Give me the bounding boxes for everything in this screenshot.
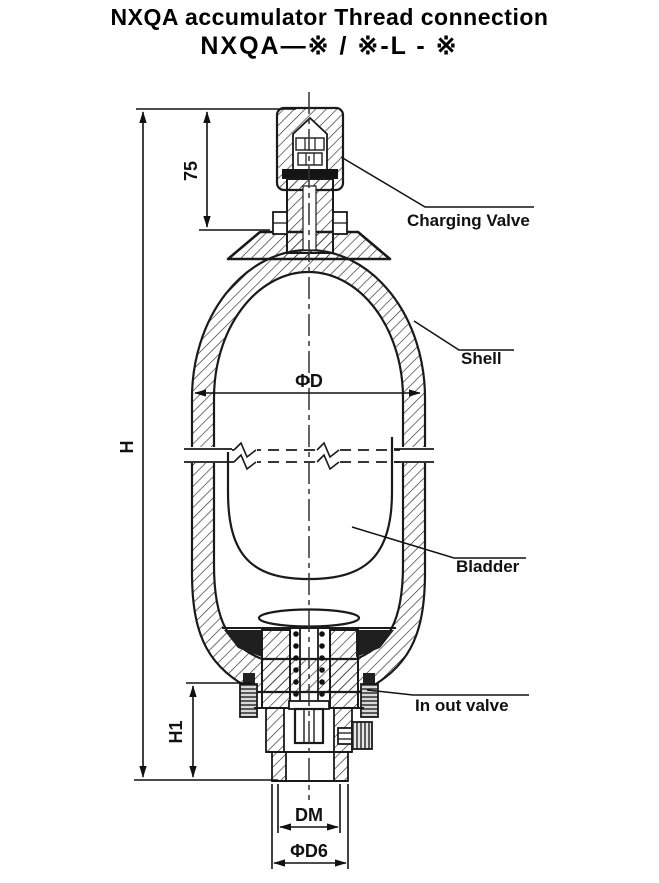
title-block: NXQA accumulator Thread connection NXQA—… [0,3,659,61]
label-shell: Shell [461,349,502,368]
in-out-valve-assembly [222,608,396,782]
shell-break-lines [184,441,435,471]
valve-spring-dots [293,631,325,697]
dimension-lines [134,108,421,869]
charging-valve-assembly [272,106,348,254]
leader-shell [413,320,514,351]
label-bladder: Bladder [456,557,520,576]
leader-bladder [351,526,526,559]
label-charging-valve: Charging Valve [407,211,530,230]
label-in-out-valve: In out valve [415,696,509,715]
dim-text-dm: DM [295,805,323,825]
dim-text-75: 75 [181,161,201,181]
leader-in-out-valve [366,689,529,696]
leader-lines [340,156,534,696]
model-code: NXQA—※ / ※-L - ※ [200,32,459,60]
dim-text-phid: ΦD [295,371,323,391]
leader-charging-valve [340,156,534,208]
dim-text-h1: H1 [166,720,186,743]
drawing-title: NXQA accumulator Thread connection [110,4,549,30]
dim-text-phid6: ΦD6 [290,841,328,861]
dim-text-h: H [117,441,137,454]
